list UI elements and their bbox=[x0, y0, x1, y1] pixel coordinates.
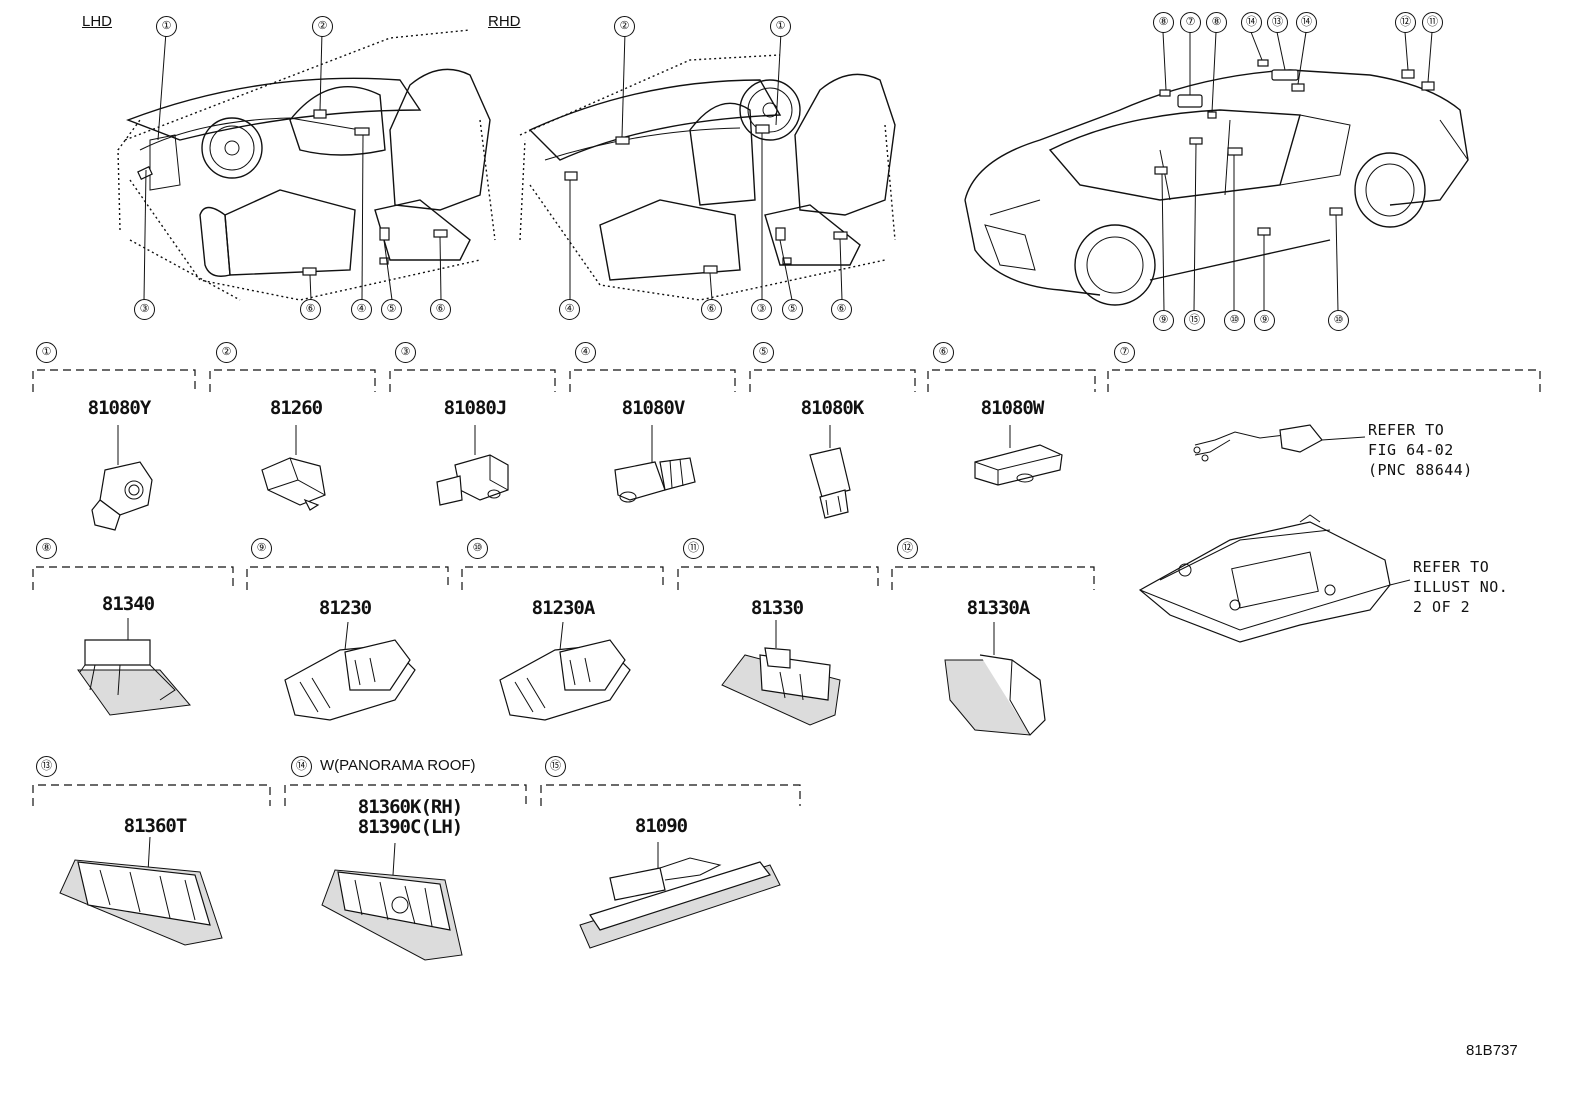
lhd-callout-6a: ⑥ bbox=[300, 299, 321, 320]
part-number-81080J: 81080J bbox=[443, 397, 508, 419]
car-callout-9b: ⑨ bbox=[1254, 310, 1275, 331]
part-number-81090: 81090 bbox=[634, 815, 688, 837]
part-number-81360T: 81360T bbox=[123, 815, 188, 837]
part-group7-harness-sketch bbox=[1193, 424, 1366, 462]
rhd-interior-illustration bbox=[519, 31, 896, 301]
group-number-12: ⑫ bbox=[897, 538, 918, 559]
rhd-callout-4: ④ bbox=[559, 299, 580, 320]
part-number-81230: 81230 bbox=[318, 597, 372, 619]
car-callout-8b: ⑧ bbox=[1206, 12, 1227, 33]
part-81080K-sketch bbox=[809, 425, 851, 519]
car-callout-8a: ⑧ bbox=[1153, 12, 1174, 33]
part-number-81080W: 81080W bbox=[980, 397, 1045, 419]
part-81360T-sketch bbox=[59, 836, 223, 946]
part-81090-sketch bbox=[579, 842, 781, 949]
rhd-callout-6a: ⑥ bbox=[701, 299, 722, 320]
group-number-15: ⑮ bbox=[545, 756, 566, 777]
part-81080V-sketch bbox=[614, 425, 696, 503]
rhd-callout-6b: ⑥ bbox=[831, 299, 852, 320]
part-number-81230A: 81230A bbox=[531, 597, 596, 619]
car-callout-12: ⑫ bbox=[1395, 12, 1416, 33]
lhd-view-label: LHD bbox=[82, 13, 113, 30]
car-callout-11: ⑪ bbox=[1422, 12, 1443, 33]
lhd-interior-illustration bbox=[117, 29, 496, 301]
car-callout-9a: ⑨ bbox=[1153, 310, 1174, 331]
refer-to-illust-note: REFER TO ILLUST NO. 2 OF 2 bbox=[1413, 558, 1509, 616]
lhd-callout-1: ① bbox=[156, 16, 177, 37]
group-number-9: ⑨ bbox=[251, 538, 272, 559]
group-brackets bbox=[32, 369, 1541, 806]
lhd-callout-5: ⑤ bbox=[381, 299, 402, 320]
lhd-callout-2: ② bbox=[312, 16, 333, 37]
lhd-callout-4: ④ bbox=[351, 299, 372, 320]
rhd-view-label: RHD bbox=[488, 13, 521, 30]
part-81080Y-sketch bbox=[91, 425, 153, 531]
group-number-7: ⑦ bbox=[1114, 342, 1135, 363]
car-callout-14a: ⑭ bbox=[1241, 12, 1262, 33]
group-number-14: ⑭ bbox=[291, 756, 312, 777]
part-number-81080V: 81080V bbox=[621, 397, 686, 419]
group-number-8: ⑧ bbox=[36, 538, 57, 559]
group-number-10: ⑩ bbox=[467, 538, 488, 559]
part-81360K-81390C-sketch bbox=[321, 842, 463, 961]
lhd-callout-3: ③ bbox=[134, 299, 155, 320]
car-callout-10a: ⑩ bbox=[1224, 310, 1245, 331]
part-81080J-sketch bbox=[436, 425, 509, 506]
part-81230A-sketch bbox=[499, 621, 631, 721]
group-number-3: ③ bbox=[395, 342, 416, 363]
rhd-callout-5: ⑤ bbox=[782, 299, 803, 320]
car-callout-15: ⑮ bbox=[1184, 310, 1205, 331]
group-number-13: ⑬ bbox=[36, 756, 57, 777]
group-number-6: ⑥ bbox=[933, 342, 954, 363]
part-81330-sketch bbox=[721, 620, 841, 726]
part-81230-sketch bbox=[284, 621, 416, 721]
part-81260-sketch bbox=[261, 425, 326, 511]
car-callout-10b: ⑩ bbox=[1328, 310, 1349, 331]
part-81340-sketch bbox=[77, 618, 191, 716]
panorama-roof-note: W(PANORAMA ROOF) bbox=[320, 757, 476, 774]
car-callout-14b: ⑭ bbox=[1296, 12, 1317, 33]
part-number-81340: 81340 bbox=[101, 593, 155, 615]
group-number-1: ① bbox=[36, 342, 57, 363]
rhd-callout-2: ② bbox=[614, 16, 635, 37]
part-number-81080K: 81080K bbox=[800, 397, 865, 419]
group-number-4: ④ bbox=[575, 342, 596, 363]
part-number-81330: 81330 bbox=[750, 597, 804, 619]
part-number-81080Y: 81080Y bbox=[87, 397, 152, 419]
group-number-2: ② bbox=[216, 342, 237, 363]
part-number-81260: 81260 bbox=[269, 397, 323, 419]
refer-to-fig-note: REFER TO FIG 64-02 (PNC 88644) bbox=[1368, 421, 1473, 479]
rhd-callout-3: ③ bbox=[751, 299, 772, 320]
part-81080W-sketch bbox=[974, 425, 1063, 486]
part-81330A-sketch bbox=[944, 622, 1046, 736]
part-number-81360K-rh: 81360K(RH) bbox=[357, 796, 463, 818]
lhd-callout-6b: ⑥ bbox=[430, 299, 451, 320]
rhd-callout-1: ① bbox=[770, 16, 791, 37]
car-exterior-illustration bbox=[964, 31, 1469, 312]
part-number-81330A: 81330A bbox=[966, 597, 1031, 619]
part-group7-overhead-console-sketch bbox=[1138, 514, 1411, 643]
car-callout-7: ⑦ bbox=[1180, 12, 1201, 33]
car-callout-13: ⑬ bbox=[1267, 12, 1288, 33]
group-number-11: ⑪ bbox=[683, 538, 704, 559]
group-number-5: ⑤ bbox=[753, 342, 774, 363]
part-number-81390C-lh: 81390C(LH) bbox=[357, 816, 463, 838]
illustration-code: 81B737 bbox=[1466, 1042, 1518, 1059]
